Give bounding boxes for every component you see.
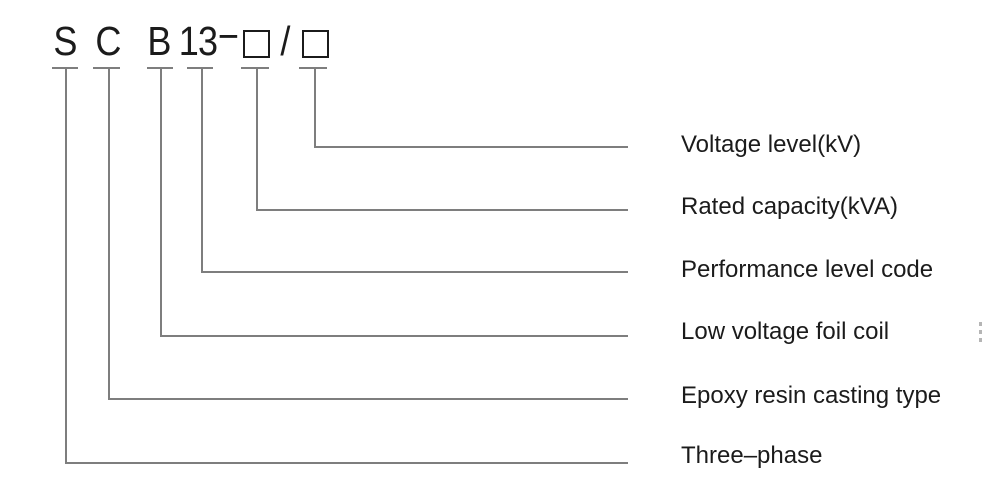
label-epoxy-resin-casting: Epoxy resin casting type <box>681 382 942 409</box>
connector-vline-voltage-level <box>314 68 316 148</box>
placeholder-box-capacity <box>243 30 270 58</box>
code-slash-separator: / <box>280 18 290 64</box>
underline-tick-c <box>93 67 120 69</box>
connector-hline-voltage-level <box>314 146 628 148</box>
connector-hline-epoxy-resin <box>108 398 628 400</box>
connector-vline-epoxy-resin <box>108 68 110 400</box>
connector-hline-low-voltage-foil <box>160 335 628 337</box>
connector-hline-three-phase <box>65 462 628 464</box>
underline-tick-box2 <box>299 67 327 69</box>
connector-vline-three-phase <box>65 68 67 464</box>
code-dash-separator: − <box>217 13 239 59</box>
label-voltage-level: Voltage level(kV) <box>681 131 862 158</box>
vertical-ellipsis-icon <box>979 322 982 346</box>
code-letter-s: S <box>53 18 77 64</box>
label-rated-capacity: Rated capacity(kVA) <box>681 193 898 220</box>
label-low-voltage-foil-coil: Low voltage foil coil <box>681 318 890 345</box>
code-letter-b: B <box>147 18 171 64</box>
underline-tick-box1 <box>241 67 269 69</box>
connector-vline-low-voltage-foil <box>160 68 162 337</box>
label-three-phase: Three–phase <box>681 442 823 469</box>
connector-hline-performance-level <box>201 271 628 273</box>
underline-tick-13 <box>187 67 213 69</box>
label-performance-level-code: Performance level code <box>681 256 934 283</box>
connector-hline-rated-capacity <box>256 209 628 211</box>
connector-vline-rated-capacity <box>256 68 258 211</box>
connector-vline-performance-level <box>201 68 203 273</box>
code-letter-c: C <box>95 18 121 64</box>
placeholder-box-voltage <box>302 30 329 58</box>
code-number-13: 13 <box>178 18 218 64</box>
